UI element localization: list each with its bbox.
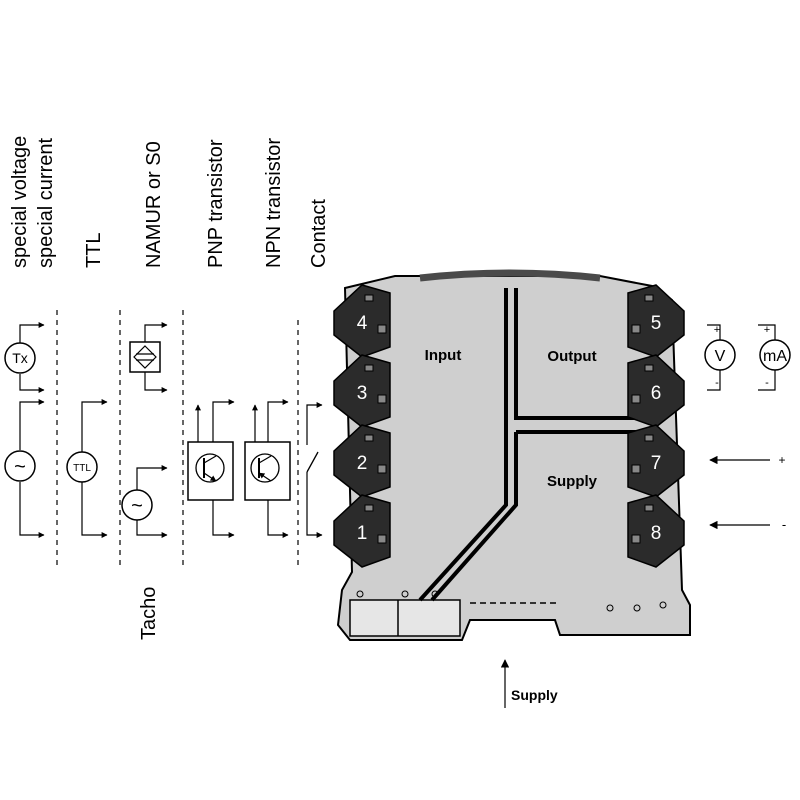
voltmeter-symbol (704, 339, 736, 371)
terminal-8: 8 (627, 494, 685, 568)
terminal-number-4: 4 (357, 313, 368, 334)
ttl-source-label: TTL (73, 463, 91, 474)
label-ttl: TTL (83, 232, 105, 268)
tacho-source-symbol (121, 489, 153, 521)
voltmeter-label: V (715, 348, 726, 365)
terminal-number-1: 1 (357, 523, 368, 544)
terminal-number-2: 2 (357, 453, 368, 474)
ttl-source-symbol (66, 451, 98, 483)
terminal-number-8: 8 (651, 523, 662, 544)
input-type-labels: special voltage special current TTL NAMU… (9, 136, 330, 640)
zone-input-label: Input (425, 347, 462, 364)
special-sources: Tx ~ (4, 322, 45, 538)
contact-switch (306, 402, 323, 538)
label-namur-s0: NAMUR or S0 (143, 141, 165, 268)
tacho-source: ~ (121, 465, 168, 538)
label-pnp-transistor: PNP transistor (205, 139, 227, 268)
supply-minus-sign: - (782, 517, 786, 532)
ac-source-symbol (4, 450, 36, 482)
supply-connections: + - (709, 453, 786, 532)
terminal-7: 7 (627, 424, 685, 498)
terminal-number-6: 6 (651, 383, 662, 404)
terminal-number-5: 5 (651, 313, 662, 334)
contact-switch-symbol (306, 451, 319, 473)
zone-supply-label: Supply (547, 473, 598, 490)
supply-plus-sign: + (778, 453, 785, 467)
ttl-source: TTL (66, 399, 108, 538)
label-special-voltage: special voltage (9, 136, 31, 268)
label-npn-transistor: NPN transistor (263, 138, 285, 268)
terminal-1: 1 (333, 494, 391, 568)
tacho-source-label: ~ (131, 495, 143, 517)
terminal-4: 4 (333, 284, 391, 358)
module-top-rail (419, 269, 601, 282)
ac-source-label: ~ (14, 456, 26, 478)
terminal-number-3: 3 (357, 383, 368, 404)
terminal-5: 5 (627, 284, 685, 358)
rail-supply-label: Supply (511, 687, 558, 703)
namur-sensor (129, 322, 168, 393)
ammeter-symbol (759, 339, 791, 371)
terminal-6: 6 (627, 354, 685, 428)
svg-text:+: + (714, 324, 720, 336)
label-contact: Contact (308, 199, 330, 268)
ammeter-label: mA (763, 348, 787, 365)
terminal-3: 3 (333, 354, 391, 428)
output-meters: V + - mA + - (704, 324, 791, 391)
rail-supply: Supply (500, 659, 558, 708)
zone-output-label: Output (547, 348, 596, 365)
tx-source-symbol (4, 342, 36, 374)
svg-text:-: - (715, 377, 719, 389)
pnp-transistor (187, 399, 235, 538)
separators (56, 310, 299, 565)
npn-transistor (244, 399, 291, 538)
label-special-current: special current (35, 137, 57, 268)
terminal-number-7: 7 (651, 453, 662, 474)
label-tacho: Tacho (138, 587, 160, 640)
internal-divisions (418, 288, 648, 602)
terminal-blocks: 4 3 2 1 5 6 7 8 (333, 284, 685, 568)
svg-text:+: + (764, 324, 770, 336)
tx-source-label: Tx (12, 350, 28, 366)
terminal-2: 2 (333, 424, 391, 498)
svg-text:-: - (765, 377, 769, 389)
